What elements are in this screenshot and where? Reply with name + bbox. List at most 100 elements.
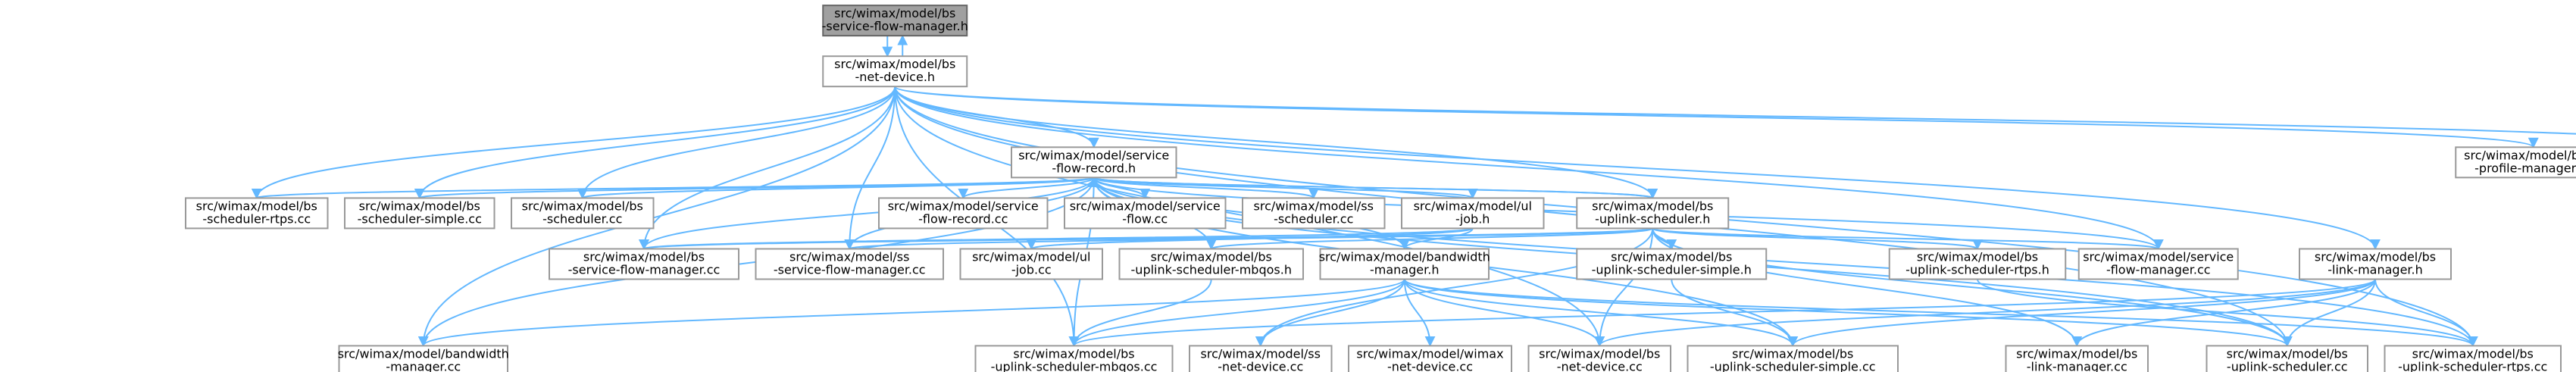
edge-sfrec-to-sched bbox=[577, 177, 1095, 199]
node-uljobh[interactable]: src/wimax/model/ul-job.h bbox=[1401, 197, 1545, 230]
node-label-line: src/wimax/model/service bbox=[888, 199, 1039, 213]
node-box bbox=[1319, 248, 1490, 280]
nodes-layer: src/wimax/model/bs-service-flow-manager.… bbox=[185, 5, 2576, 372]
node-label-line: src/wimax/model/bs bbox=[2315, 249, 2436, 264]
node-label-line: -flow-record.h bbox=[1052, 161, 1136, 175]
node-label-line: src/wimax/model/bs bbox=[2412, 346, 2534, 361]
node-label-line: -uplink-scheduler-rtps.h bbox=[1905, 262, 2049, 277]
node-bssfm[interactable]: src/wimax/model/bs-service-flow-manager.… bbox=[549, 248, 739, 280]
node-ulmbqoscc[interactable]: src/wimax/model/bs-uplink-scheduler-mbqo… bbox=[974, 345, 1174, 372]
edge-bwmgrh-to-ssnet bbox=[1255, 279, 1405, 347]
edge-linkmgrh-to-bsnetcc bbox=[1594, 279, 2376, 347]
node-box bbox=[1576, 248, 1768, 280]
edge-bsnet-to-sched bbox=[577, 86, 896, 199]
edge-bsnet-to-sfmcc bbox=[894, 86, 2164, 250]
edge-bwmgrh-to-ulmbqoscc bbox=[1068, 279, 1405, 347]
node-ulmbqosh[interactable]: src/wimax/model/bs-uplink-scheduler-mbqo… bbox=[1118, 248, 1304, 280]
node-label-line: src/wimax/model/ss bbox=[1254, 199, 1374, 213]
node-label-line: src/wimax/model/service bbox=[2083, 249, 2234, 264]
node-wimaxnet[interactable]: src/wimax/model/wimax-net-device.cc bbox=[1348, 345, 1512, 372]
node-label-line: src/wimax/model/ss bbox=[789, 249, 909, 264]
node-label-line: -link-manager.cc bbox=[2027, 359, 2127, 372]
node-label-line: src/wimax/model/wimax bbox=[1356, 346, 1503, 361]
node-label-line: src/wimax/model/bs bbox=[1732, 346, 1853, 361]
node-ulsched[interactable]: src/wimax/model/bs-uplink-scheduler.h bbox=[1576, 197, 1730, 230]
node-sched[interactable]: src/wimax/model/bs-scheduler.cc bbox=[511, 197, 655, 230]
edge-bwmgrh-to-ulschedcc bbox=[1403, 279, 2293, 347]
node-box bbox=[755, 248, 944, 280]
node-box bbox=[822, 5, 968, 37]
node-burst[interactable]: src/wimax/model/burst-profile-manager.cc bbox=[2455, 146, 2576, 179]
node-box bbox=[185, 197, 329, 230]
node-label-line: -net-device.cc bbox=[1387, 359, 1473, 372]
node-schedsimple[interactable]: src/wimax/model/bs-scheduler-simple.cc bbox=[344, 197, 496, 230]
node-label-line: -net-device.cc bbox=[1557, 359, 1643, 372]
edge-bwmgrh-to-bwmgrcc bbox=[418, 278, 1405, 347]
node-box bbox=[1888, 248, 2067, 280]
node-ulschedcc[interactable]: src/wimax/model/bs-uplink-scheduler.cc bbox=[2206, 345, 2368, 372]
node-ssnet[interactable]: src/wimax/model/ss-net-device.cc bbox=[1189, 345, 1333, 372]
node-label-line: -scheduler-rtps.cc bbox=[202, 211, 311, 226]
edge-bsnet-to-schedsimple bbox=[414, 86, 896, 199]
node-ulrtpsh[interactable]: src/wimax/model/bs-uplink-scheduler-rtps… bbox=[1888, 248, 2067, 280]
node-bwmgrcc[interactable]: src/wimax/model/bandwidth-manager.cc bbox=[338, 345, 509, 372]
edge-linkmgrh-to-ulmbqoscc bbox=[1068, 278, 2376, 347]
edge-sfrec-to-sfreccc bbox=[958, 177, 1095, 199]
node-label-line: src/wimax/model/bs bbox=[583, 249, 705, 264]
node-ulsimplecc[interactable]: src/wimax/model/bs-uplink-scheduler-simp… bbox=[1687, 345, 1899, 372]
edge-ulsched-to-ulrtpsh bbox=[1652, 227, 1983, 250]
node-label-line: -flow.cc bbox=[1122, 211, 1168, 226]
node-box bbox=[1064, 197, 1227, 230]
node-box bbox=[2455, 146, 2576, 179]
node-box bbox=[1242, 197, 1386, 230]
node-bsnet[interactable]: src/wimax/model/bs-net-device.h bbox=[822, 55, 968, 88]
node-label-line: -job.cc bbox=[1011, 262, 1052, 277]
node-box bbox=[344, 197, 496, 230]
edge-bwmgrh-to-ulrtpscc bbox=[1403, 278, 2478, 347]
node-label-line: src/wimax/model/bs bbox=[196, 199, 317, 213]
node-ulrtpscc[interactable]: src/wimax/model/bs-uplink-scheduler-rtps… bbox=[2384, 345, 2562, 372]
node-box bbox=[2299, 248, 2452, 280]
node-label-line: src/wimax/model/service bbox=[1018, 148, 1169, 162]
node-sfmcc[interactable]: src/wimax/model/service-flow-manager.cc bbox=[2077, 248, 2239, 280]
node-label-line: -uplink-scheduler-mbqos.h bbox=[1131, 262, 1292, 277]
edge-bsnet-to-sssfm bbox=[844, 86, 896, 250]
edge-bwmgrh-to-wimaxnet bbox=[1403, 279, 1436, 347]
node-bwmgrh[interactable]: src/wimax/model/bandwidth-manager.h bbox=[1319, 248, 1490, 280]
node-label-line: src/wimax/model/bs bbox=[1151, 249, 1272, 264]
node-ulsimpleh[interactable]: src/wimax/model/bs-uplink-scheduler-simp… bbox=[1576, 248, 1768, 280]
node-label-line: -service-flow-manager.cc bbox=[568, 262, 721, 277]
node-label-line: src/wimax/model/bandwidth bbox=[1319, 249, 1490, 264]
node-label-line: -uplink-scheduler.h bbox=[1595, 211, 1710, 226]
edge-sfrec-to-sssched bbox=[1093, 177, 1319, 199]
edge-bsnet-to-connmgr bbox=[894, 86, 2576, 135]
node-box bbox=[2005, 345, 2149, 372]
node-label-line: -scheduler-simple.cc bbox=[358, 211, 482, 226]
node-schedrtps[interactable]: src/wimax/model/bs-scheduler-rtps.cc bbox=[185, 197, 329, 230]
node-sfreccc[interactable]: src/wimax/model/service-flow-record.cc bbox=[878, 197, 1049, 230]
node-sssfm[interactable]: src/wimax/model/ss-service-flow-manager.… bbox=[755, 248, 944, 280]
edge-linkmgrh-to-ulschedcc bbox=[2281, 279, 2376, 347]
node-bsnetcc[interactable]: src/wimax/model/bs-net-device.cc bbox=[1527, 345, 1671, 372]
node-label-line: src/wimax/model/service bbox=[1070, 199, 1221, 213]
node-label-line: -manager.cc bbox=[386, 359, 461, 372]
edge-ulsched-to-sssfm bbox=[845, 227, 1654, 250]
node-linkmgrcc[interactable]: src/wimax/model/bs-link-manager.cc bbox=[2005, 345, 2149, 372]
node-box bbox=[2077, 248, 2239, 280]
node-label-line: src/wimax/model/bs bbox=[359, 199, 480, 213]
edge-ulsched-to-ulmbqosh bbox=[1206, 227, 1654, 250]
node-label-line: -uplink-scheduler-simple.cc bbox=[1710, 359, 1876, 372]
node-sssched[interactable]: src/wimax/model/ss-scheduler.cc bbox=[1242, 197, 1386, 230]
node-box bbox=[1576, 197, 1730, 230]
node-label-line: src/wimax/model/ul bbox=[1414, 199, 1532, 213]
edge-linkmgrh-to-ulsimplecc bbox=[1787, 279, 2376, 347]
node-linkmgrh[interactable]: src/wimax/model/bs-link-manager.h bbox=[2299, 248, 2452, 280]
node-label-line: src/wimax/model/bs bbox=[1013, 346, 1134, 361]
node-uljobcc[interactable]: src/wimax/model/ul-job.cc bbox=[959, 248, 1103, 280]
edge-bwmgrh-to-bsnetcc bbox=[1403, 279, 1605, 347]
node-sfcc[interactable]: src/wimax/model/service-flow.cc bbox=[1064, 197, 1227, 230]
node-box bbox=[1118, 248, 1304, 280]
node-label-line: src/wimax/model/bs bbox=[1611, 249, 1732, 264]
edge-ulsched-to-sfmcc bbox=[1652, 227, 2164, 250]
node-sfrec[interactable]: src/wimax/model/service-flow-record.h bbox=[1011, 146, 1177, 179]
